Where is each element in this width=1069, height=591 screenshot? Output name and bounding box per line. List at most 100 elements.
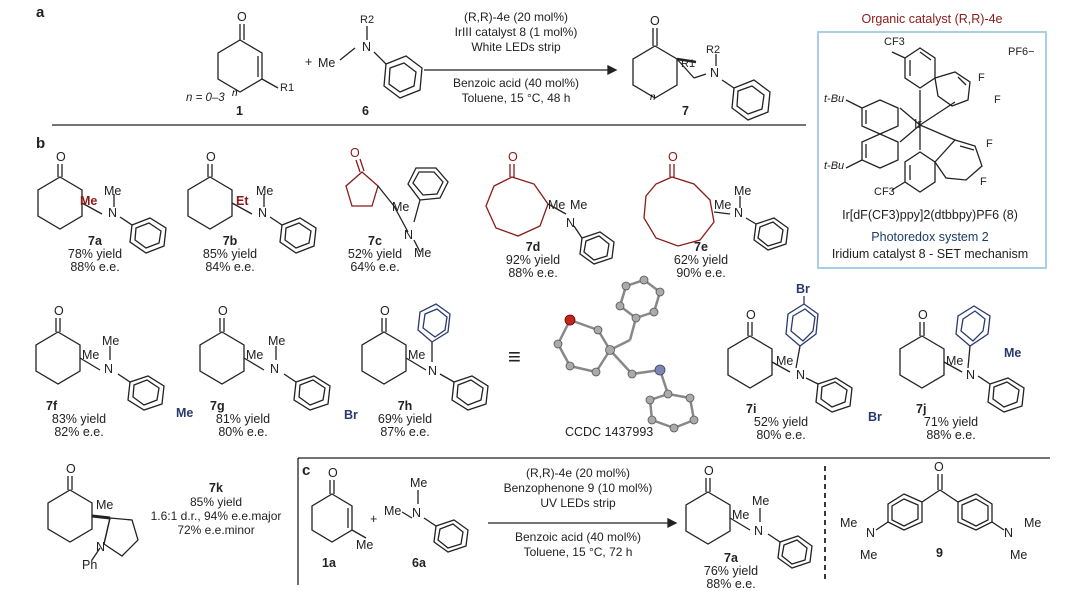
me-9-left-1: Me [840, 516, 858, 530]
ee-7e: 90% e.e. [676, 266, 726, 280]
id-7h: 7h [397, 399, 413, 413]
me-7e-1: Me [714, 198, 732, 212]
ph-7k: Ph [82, 558, 98, 572]
dr-7k: 1.6:1 d.r., 94% e.e.major [150, 509, 282, 523]
yield-7h: 69% yield [377, 412, 433, 426]
br-7g: Br [344, 408, 358, 422]
n-7k: N [96, 540, 106, 554]
ee-7c: 64% e.e. [350, 260, 400, 274]
ee-7a: 88% e.e. [70, 260, 120, 274]
id-7k: 7k [209, 481, 223, 495]
me-7c-n: Me [414, 246, 432, 260]
ee-minor-7k: 72% e.e.minor [177, 523, 255, 537]
o-7i: O [746, 308, 756, 322]
n-label-7: n [650, 92, 656, 103]
o-1a: O [328, 466, 338, 480]
me-9-right-2: Me [1010, 548, 1028, 562]
o-9: O [934, 460, 944, 474]
ee-7a-c: 88% e.e. [706, 577, 756, 591]
cf3-top: CF3 [884, 36, 905, 48]
product-7g: 7g 81% yield 80% e.e. [188, 400, 298, 439]
product-7h: 7h 69% yield 87% e.e. [350, 400, 460, 439]
f-bottom-2: F [980, 176, 987, 188]
atom-n-7: N [710, 66, 720, 80]
product-7e: 7e 62% yield 90% e.e. [646, 241, 756, 280]
o-7b: O [206, 150, 216, 164]
o-7c: O [350, 146, 360, 160]
ee-7g: 80% e.e. [218, 425, 268, 439]
me-7f-para: Me [176, 406, 194, 420]
panel-label-a: a [36, 4, 45, 21]
f-top-2: F [994, 94, 1001, 106]
id-7d: 7d [525, 240, 541, 254]
product-7k-data: 7k 85% yield 1.6:1 d.r., 94% e.e.major 7… [140, 481, 292, 537]
cond-c-benzophenone: Benzophenone 9 (10 mol%) [503, 481, 653, 495]
o-7h: O [380, 304, 390, 318]
me-7k: Me [96, 498, 114, 512]
br-7i-top: Br [796, 282, 810, 296]
cond-c-light: UV LEDs strip [540, 496, 616, 510]
me-7a-red: Me [80, 194, 98, 208]
me-7j-ortho: Me [1004, 346, 1022, 360]
n-7h: N [428, 364, 438, 378]
atom-o-7: O [650, 14, 660, 28]
me-7f-2: Me [102, 334, 120, 348]
pf6-label: PF6− [1008, 46, 1035, 58]
me-7h: Me [408, 348, 426, 362]
me-6: Me [318, 56, 336, 70]
compound-1-label: 1 [236, 104, 243, 118]
tbu-bottom: t-Bu [824, 160, 845, 172]
cf3-bottom: CF3 [874, 186, 895, 198]
yield-7b: 85% yield [202, 247, 258, 261]
catalyst-line2: Photoredox system 2 [871, 230, 989, 244]
n-range: n = 0–3 [186, 92, 225, 104]
yield-7g: 81% yield [215, 412, 271, 426]
me-7a-n: Me [104, 184, 122, 198]
me-6a-left: Me [384, 504, 402, 518]
product-7a-c: 7a 76% yield 88% e.e. [676, 552, 786, 591]
product-7c: 7c 52% yield 64% e.e. [320, 235, 430, 274]
me-7g-1: Me [246, 348, 264, 362]
panel-label-c: c [302, 462, 311, 479]
n-7g: N [270, 362, 280, 376]
n-9-left: N [866, 526, 876, 540]
r2-label-7: R2 [706, 44, 721, 56]
product-7j: 7j 71% yield 88% e.e. [896, 403, 1006, 442]
catalyst-line3: Iridium catalyst 8 - SET mechanism [831, 247, 1029, 261]
conditions-a-bottom: Benzoic acid (40 mol%) Toluene, 15 °C, 4… [424, 76, 608, 106]
compound-6-label: 6 [362, 104, 369, 118]
id-7a: 7a [88, 234, 102, 248]
plus-sign: + [305, 55, 313, 69]
o-7g: O [218, 304, 228, 318]
yield-7a-c: 76% yield [703, 564, 759, 578]
catalyst-formula: Ir[dF(CF3)ppy]2(dtbbpy)PF6 (8) [842, 208, 1018, 222]
equivalence-sign: ≡ [508, 344, 521, 369]
conditions-a-top: (R,R)-4e (20 mol%) IrIII catalyst 8 (1 m… [424, 10, 608, 55]
product-7f: 7f 83% yield 82% e.e. [24, 400, 134, 439]
product-7a: 7a 78% yield 88% e.e. [40, 235, 150, 274]
catalyst-box-title: Organic catalyst (R,R)-4e [861, 12, 1003, 26]
n-7e: N [734, 206, 744, 220]
ee-7j: 88% e.e. [926, 428, 976, 442]
conditions-c-bottom: Benzoic acid (40 mol%) Toluene, 15 °C, 7… [488, 530, 668, 560]
me-1a: Me [356, 538, 374, 552]
o-7a: O [56, 150, 66, 164]
cond-c-acid: Benzoic acid (40 mol%) [514, 530, 642, 544]
n-6a: N [412, 506, 422, 520]
compound-1a-label: 1a [322, 556, 336, 570]
n-7a: N [108, 206, 118, 220]
cond-a-solvent: Toluene, 15 °C, 48 h [461, 91, 571, 105]
compound-6a-label: 6a [412, 556, 426, 570]
id-7b: 7b [222, 234, 238, 248]
me-7j: Me [946, 354, 964, 368]
me-7c: Me [392, 200, 410, 214]
ee-7b: 84% e.e. [205, 260, 255, 274]
me-7e-2: Me [734, 184, 752, 198]
plus-sign-c: + [370, 512, 378, 526]
n-7b: N [258, 206, 268, 220]
ee-7h: 87% e.e. [380, 425, 430, 439]
r2-label: R2 [360, 14, 375, 26]
product-7d: 7d 92% yield 88% e.e. [478, 241, 588, 280]
f-bottom-1: F [986, 138, 993, 150]
